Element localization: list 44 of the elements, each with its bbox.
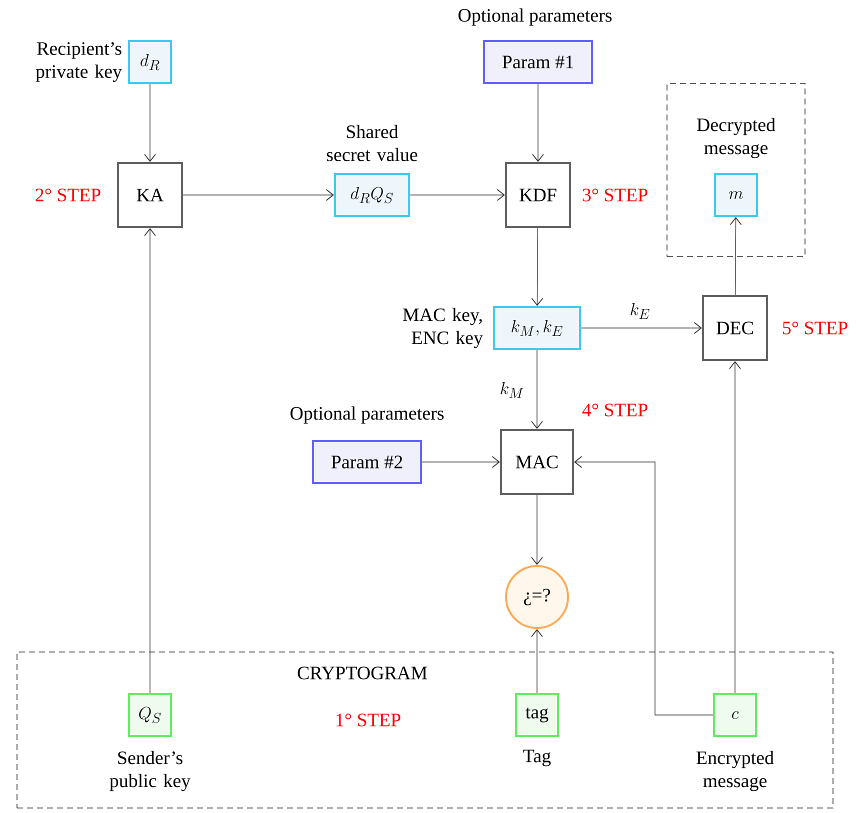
arrow: [531, 494, 543, 565]
value-box: $m$: [714, 173, 758, 217]
side-label: MAC key, ENC key: [402, 308, 483, 348]
value-box: tag: [515, 693, 559, 737]
group-heading: Decrypted message: [697, 118, 776, 158]
arrow: [182, 189, 334, 201]
process-box: KA: [117, 162, 183, 228]
parameter-box: Param #2: [312, 440, 422, 484]
arrow: [532, 84, 544, 162]
side-label: Optional parameters: [458, 8, 612, 26]
side-label: Sender’s public key: [110, 750, 191, 792]
side-label: Encrypted message: [696, 750, 774, 792]
arrow: [580, 322, 702, 334]
value-box: $d_RQ_S$: [334, 173, 410, 217]
side-label: Shared secret value: [326, 124, 418, 162]
arrow: [531, 228, 544, 306]
process-box: DEC: [702, 295, 768, 361]
arrow: [144, 84, 156, 162]
edge-label: $k_M$: [498, 381, 526, 399]
step-label: 3° STEP: [582, 188, 648, 202]
parameter-box: Param #1: [483, 40, 593, 84]
arrow: [531, 629, 543, 694]
key-box: $d_R$: [128, 40, 172, 84]
step-label: 2° STEP: [36, 188, 100, 202]
arrow: [729, 361, 741, 694]
side-label: Recipient’s private key: [36, 42, 122, 82]
process-box: MAC: [500, 429, 574, 495]
step-label: 1° STEP: [336, 714, 400, 726]
arrow: [730, 217, 742, 296]
value-box: $k_M, k_E$: [493, 306, 581, 350]
edge-label: $k_E$: [628, 302, 652, 320]
value-box: $c$: [713, 693, 757, 737]
value-box: $Q_S$: [128, 693, 172, 737]
arrow: [144, 228, 156, 694]
step-label: 4° STEP: [582, 404, 648, 416]
side-label: Optional parameters: [290, 406, 444, 424]
group-heading: CRYPTOGRAM: [298, 666, 427, 680]
arrow: [422, 456, 500, 468]
arrow: [410, 189, 505, 201]
arrow: [574, 456, 714, 716]
process-box: KDF: [505, 162, 571, 228]
arrow: [531, 350, 543, 429]
step-label: 5° STEP: [783, 322, 848, 334]
side-label: Tag: [523, 750, 551, 766]
